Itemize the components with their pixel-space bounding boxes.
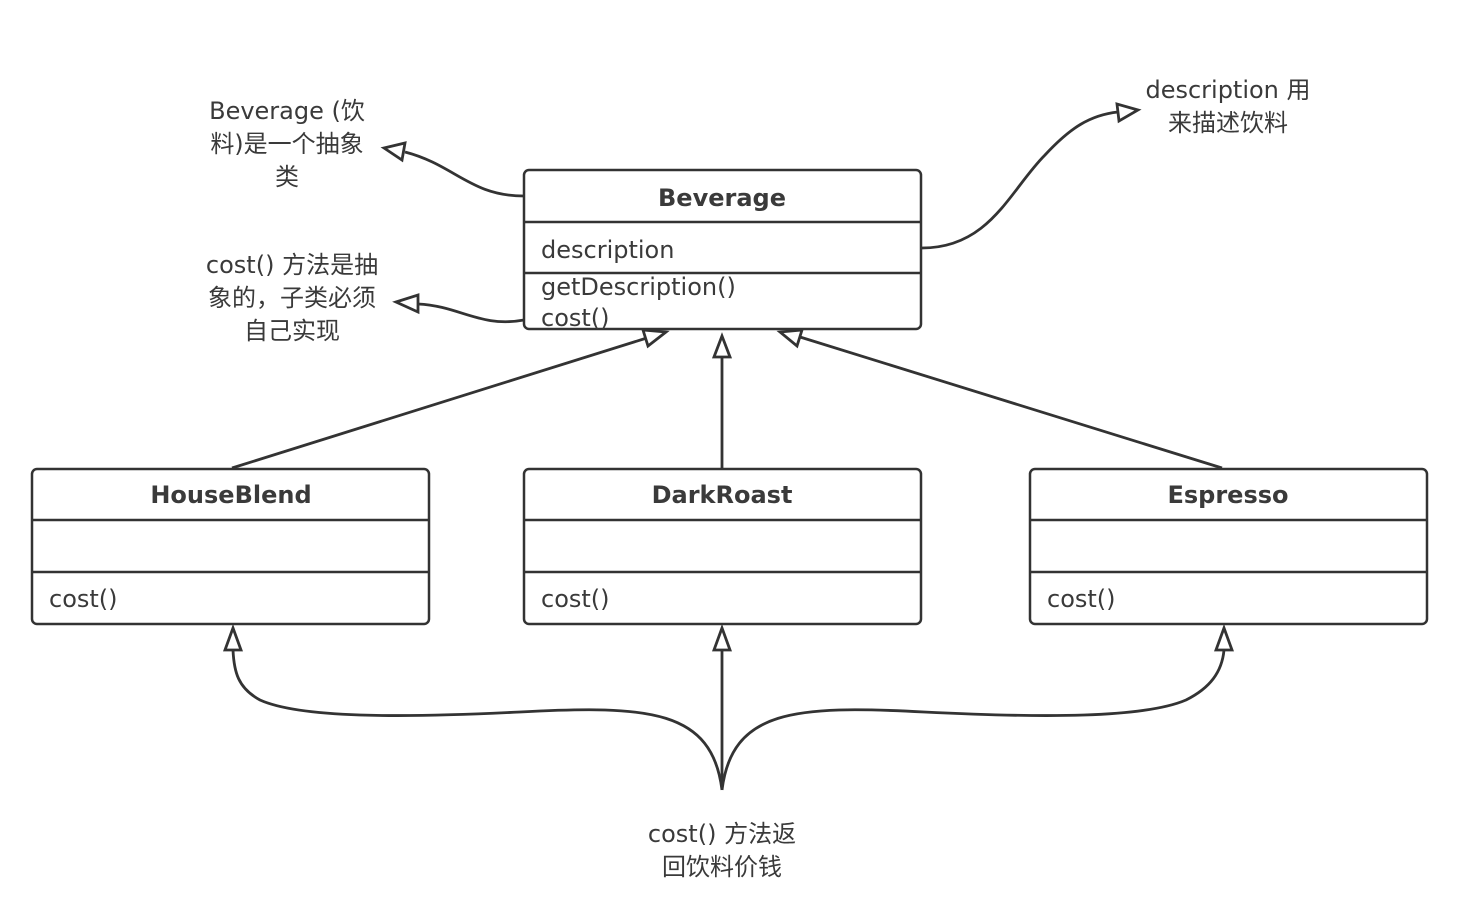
class-darkroast-box [522,467,923,626]
abstract-note-arrowhead [380,141,407,163]
class-espresso-name: Espresso [1167,481,1288,509]
class-beverage-method-cost: cost() [541,304,610,332]
cost-abstract-note-connector [417,302,525,324]
note-description-line-1: description 用 [1145,76,1310,104]
cost-return-connector-left [231,649,724,791]
note-cost-return-line-2: 回饮料价钱 [662,853,782,881]
cost-abstract-note-arrowhead [392,293,420,315]
class-houseblend-name: HouseBlend [150,481,311,509]
note-cost-abstract-line-1: cost() 方法是抽 [206,251,378,279]
class-beverage-attribute-description: description [541,236,674,264]
note-cost-return: cost() 方法返 回饮料价钱 [648,820,796,881]
class-espresso-method-cost: cost() [1047,585,1116,613]
class-beverage-name: Beverage [658,184,786,212]
houseblend-inherit-arrowhead [641,328,670,349]
espresso-inherits-edge [799,335,1223,470]
annotation-connectors [223,102,1234,791]
espresso-inherit-arrowhead [776,328,804,349]
class-espresso-box [1028,467,1429,626]
note-cost-abstract-line-3: 自己实现 [244,317,340,345]
description-note-connector [921,110,1119,250]
note-abstract-class-line-2: 料)是一个抽象 [210,130,363,158]
class-darkroast-method-cost: cost() [541,585,610,613]
class-darkroast-name: DarkRoast [652,481,793,509]
darkroast-inherit-arrowhead [711,332,733,359]
class-espresso[interactable]: Espresso cost() [1028,467,1429,626]
class-beverage[interactable]: Beverage description getDescription() co… [522,168,923,332]
class-houseblend-method-cost: cost() [49,585,118,613]
houseblend-cost-arrowhead [223,623,243,652]
class-houseblend-box [30,467,431,626]
class-houseblend[interactable]: HouseBlend cost() [30,467,431,626]
note-cost-abstract: cost() 方法是抽 象的，子类必须 自己实现 [206,251,378,345]
espresso-cost-arrowhead [1214,623,1234,652]
description-note-arrowhead [1115,102,1142,124]
abstract-note-connector [404,150,525,198]
class-beverage-method-getdescription: getDescription() [541,273,736,301]
note-abstract-class-line-3: 类 [275,163,299,191]
houseblend-inherits-edge [231,335,651,470]
class-darkroast[interactable]: DarkRoast cost() [522,467,923,626]
darkroast-cost-arrowhead [712,623,732,652]
note-description-line-2: 来描述饮料 [1168,109,1288,137]
cost-return-connector-right [720,649,1226,791]
note-cost-abstract-line-2: 象的，子类必须 [208,284,376,312]
note-abstract-class: Beverage (饮 料)是一个抽象 类 [209,97,365,191]
note-cost-return-line-1: cost() 方法返 [648,820,796,848]
inheritance-edges [231,328,1223,470]
class-beverage-box [522,168,923,331]
note-abstract-class-line-1: Beverage (饮 [209,97,365,125]
note-description: description 用 来描述饮料 [1145,76,1310,137]
